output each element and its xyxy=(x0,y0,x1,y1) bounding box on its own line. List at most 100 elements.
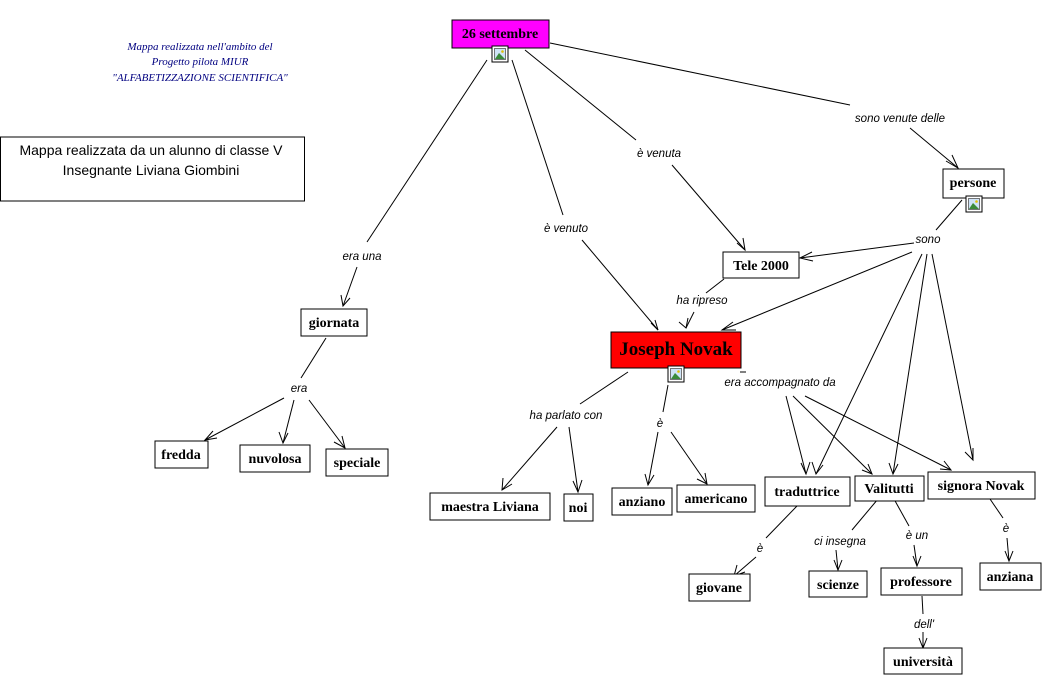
info-box-line-1: Mappa realizzata da un alunno di classe … xyxy=(19,142,283,158)
concept-label: nuvolosa xyxy=(249,452,302,467)
arrowhead xyxy=(964,448,974,462)
concept-persone[interactable]: persone xyxy=(942,168,1005,199)
link-e-venuta: è venuta xyxy=(637,148,681,160)
edge-tele-ha-ripreso xyxy=(705,278,725,294)
edge-era-nuvolosa xyxy=(282,399,295,444)
concept-settembre[interactable]: 26 settembre xyxy=(451,19,550,49)
arrowhead xyxy=(678,317,689,329)
edge-sono-tele xyxy=(799,242,915,259)
arrowhead xyxy=(798,251,814,262)
concept-universita[interactable]: università xyxy=(883,647,963,675)
edge-root-sono-venute xyxy=(549,42,851,106)
connections xyxy=(204,42,1010,648)
edge-sono-venute-persone xyxy=(909,127,959,169)
concept-professore[interactable]: professore xyxy=(880,567,963,596)
edge-ha-parlato-liviana xyxy=(501,426,558,491)
edge-e-americano xyxy=(670,431,708,485)
arrowhead xyxy=(572,479,583,494)
concept-nuvolosa[interactable]: nuvolosa xyxy=(239,444,311,473)
concept-americano[interactable]: americano xyxy=(676,484,756,513)
header-note-line-2: Progetto pilota MIUR xyxy=(151,56,249,68)
link-sono: sono xyxy=(916,234,942,246)
edge-giornata-era xyxy=(300,337,327,379)
concept-label: anziana xyxy=(987,570,1034,585)
edge-ha-ripreso-novak xyxy=(685,311,695,329)
concept-label: giovane xyxy=(696,581,742,596)
info-box-line-2: Insegnante Liviana Giombini xyxy=(63,162,240,178)
image-icon[interactable] xyxy=(965,195,983,213)
edge-novak-e xyxy=(662,384,669,413)
edge-root-e-venuto xyxy=(511,59,564,216)
arrowhead xyxy=(644,473,655,487)
concept-traduttrice[interactable]: traduttrice xyxy=(764,476,851,507)
link-e-traduttrice: è xyxy=(757,543,763,555)
header-note: Mappa realizzata nell'ambito del Progett… xyxy=(112,41,288,84)
concept-label: scienze xyxy=(817,578,859,593)
concept-giornata[interactable]: giornata xyxy=(300,308,368,337)
arrowhead xyxy=(203,430,218,441)
arrowhead xyxy=(861,463,873,475)
concept-valitutti[interactable]: Valitutti xyxy=(854,475,925,502)
link-e-un: è un xyxy=(906,530,928,542)
link-e-novak: è xyxy=(657,418,663,430)
edge-e-giovane xyxy=(733,556,757,577)
concept-joseph-novak[interactable]: Joseph Novak xyxy=(610,331,742,369)
edge-e-anziana xyxy=(1006,537,1010,562)
arrowhead xyxy=(945,154,960,170)
edge-signora-e xyxy=(989,498,1004,519)
info-box: Mappa realizzata da un alunno di classe … xyxy=(0,136,305,202)
arrowhead xyxy=(736,237,746,252)
edge-sono-valitutti xyxy=(892,253,928,475)
edge-sono-novak xyxy=(721,251,913,331)
link-ci-insegna: ci insegna xyxy=(814,536,866,548)
concept-speciale[interactable]: speciale xyxy=(325,448,389,477)
arrowhead xyxy=(800,461,811,476)
concept-label: fredda xyxy=(161,448,200,463)
image-icon[interactable] xyxy=(491,45,509,63)
concept-label: Valitutti xyxy=(864,482,913,497)
concept-label: Joseph Novak xyxy=(619,339,733,360)
concept-anziana[interactable]: anziana xyxy=(979,562,1042,591)
concept-anziano[interactable]: anziano xyxy=(611,487,673,516)
concept-maestra-liviana[interactable]: maestra Liviana xyxy=(429,492,551,521)
edge-ci-insegna-scienze xyxy=(835,549,839,571)
concept-label: professore xyxy=(890,575,952,590)
edge-traduttrice-e xyxy=(765,505,798,539)
arrowhead xyxy=(720,321,736,331)
link-labels: sono venute delle è venuta è venuto era … xyxy=(291,113,1010,631)
concept-label: speciale xyxy=(334,456,381,471)
arrowhead xyxy=(696,472,708,485)
concept-tele-2000[interactable]: Tele 2000 xyxy=(722,251,800,279)
concept-label: anziano xyxy=(619,495,666,510)
concept-signora-novak[interactable]: signora Novak xyxy=(927,471,1036,500)
edge-e-venuta-tele xyxy=(671,164,746,251)
concept-scienze[interactable]: scienze xyxy=(808,570,868,598)
edge-persone-sono xyxy=(935,199,963,231)
concept-label: americano xyxy=(685,492,748,507)
header-note-line-3: "ALFABETIZZAZIONE SCIENTIFICA" xyxy=(112,72,288,84)
link-e-signora: è xyxy=(1003,523,1009,535)
concept-giovane[interactable]: giovane xyxy=(688,573,751,602)
edge-sono-signora xyxy=(931,253,974,461)
concept-label: traduttrice xyxy=(774,485,839,500)
concept-label: 26 settembre xyxy=(462,27,538,42)
concept-fredda[interactable]: fredda xyxy=(154,440,209,469)
arrowhead xyxy=(278,431,289,445)
edge-valitutti-e-un xyxy=(893,498,910,527)
edge-root-era-una xyxy=(366,59,488,243)
arrowhead xyxy=(939,460,953,471)
concept-label: noi xyxy=(569,501,588,516)
concept-label: università xyxy=(893,655,953,670)
edge-era-fredda xyxy=(204,397,285,441)
image-icon[interactable] xyxy=(667,365,685,383)
arrowhead xyxy=(333,435,346,449)
concept-label: giornata xyxy=(309,316,360,331)
arrowhead xyxy=(650,319,659,331)
arrowhead xyxy=(1004,550,1014,563)
concept-label: Tele 2000 xyxy=(733,259,789,274)
arrowhead xyxy=(340,294,351,308)
link-sono-venute: sono venute delle xyxy=(855,113,945,125)
edge-valitutti-ci-insegna xyxy=(851,498,879,531)
concept-noi[interactable]: noi xyxy=(563,493,594,522)
arrowhead xyxy=(912,555,922,568)
